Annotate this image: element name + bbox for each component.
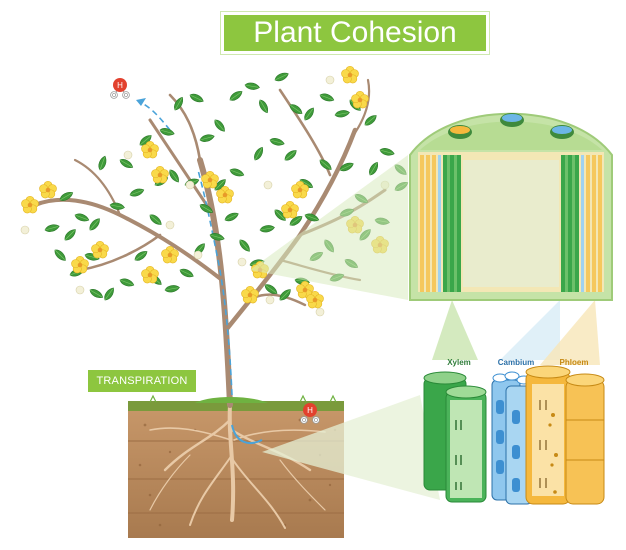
xylem-label: Xylem [447,358,471,367]
leaf [334,109,351,119]
leaf [378,146,396,158]
leaf [259,224,276,234]
flower [240,285,260,304]
flower-bud [265,295,275,305]
water-molecule-top: H O O [110,78,130,99]
leaf [366,160,381,177]
flower [38,180,58,199]
flower-bud [263,180,273,190]
leaf [302,105,317,123]
xylem-vessels [423,371,487,503]
leaf [102,285,117,303]
leaf [256,98,271,115]
leaf [167,167,182,185]
water-molecule-soil-h2: O [314,418,318,424]
leaf [164,284,181,294]
leaf [178,266,195,280]
flower [350,90,370,109]
flower-bud [165,220,175,230]
root-water-arrow [231,424,263,444]
soil-block [128,401,344,538]
cambium-cells [491,371,533,505]
leaf [268,136,286,148]
stem-section-panel [409,112,613,301]
water-arrow-head [136,98,146,106]
leaf [212,117,228,134]
leaf [251,145,266,162]
flower [70,255,90,274]
leaf [282,147,299,163]
leaf [128,186,146,199]
zoom-cone-root [262,395,440,500]
page-title: Plant Cohesion [253,16,457,49]
flower-bud [193,250,203,260]
transpiration-banner: TRANSPIRATION [88,370,196,392]
flower [150,165,170,184]
water-molecule-top-h1: O [112,93,116,99]
flower-bud [123,150,133,160]
flower-bud [315,307,325,317]
leaf [237,237,253,254]
water-molecule-top-o: H [117,81,123,90]
transpiration-label: TRANSPIRATION [96,375,188,387]
water-molecule-soil: H O O [300,403,320,424]
water-molecule-top-h2: O [124,93,128,99]
water-molecule-soil-h1: O [302,418,306,424]
leaf [244,81,261,91]
roots [149,403,326,529]
water-flow-arrows [139,101,233,396]
leaf [96,154,109,172]
leaf [62,227,78,243]
leaf [318,91,336,104]
flower [140,265,160,284]
zoom-cone-xylem [432,300,478,360]
flower [280,200,300,219]
cambium-label: Cambium [498,358,534,367]
leaf [118,276,136,289]
leaf [43,222,61,234]
leaf [227,88,245,103]
leaf [223,210,240,224]
flower [90,240,110,259]
leaf [198,132,216,144]
leaf [208,231,226,243]
zoom-cone-cambium [500,300,560,360]
zoom-cone-phloem [540,300,600,365]
flower-bud [325,75,335,85]
leaf [118,156,135,171]
leaf [147,212,164,228]
leaf [87,216,103,233]
flower-bud [75,285,85,295]
flower-bud [20,225,30,235]
phloem-tubes [525,365,605,505]
title-banner: Plant Cohesion [221,12,489,54]
flower-bud [237,257,247,267]
grass [149,394,337,403]
leaf [52,247,68,263]
leaf [317,157,334,173]
leaf [228,166,246,179]
flower [340,65,360,84]
leaf [188,91,205,105]
leaf [88,286,105,301]
zoom-cone-stem [250,155,408,300]
flower [20,195,40,214]
flower-bud [185,180,195,190]
leaf [73,211,91,224]
phloem-label: Phloem [560,358,589,367]
water-molecule-soil-o: H [307,406,313,415]
leaf [273,70,290,84]
